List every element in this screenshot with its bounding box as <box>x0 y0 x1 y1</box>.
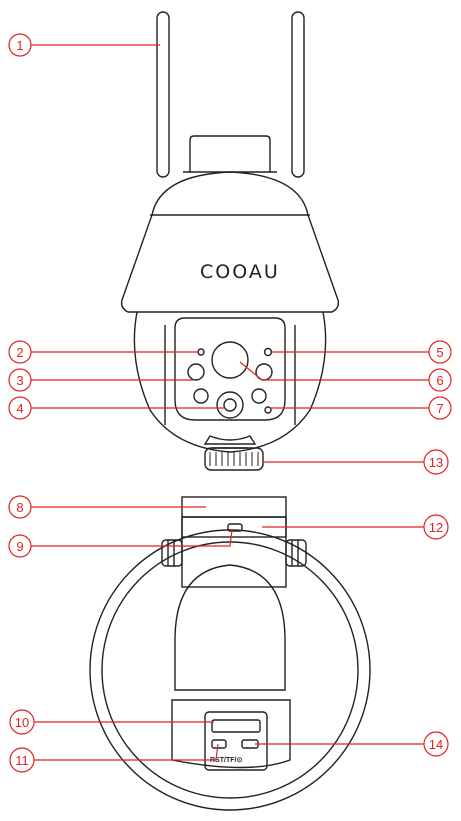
ir-light-left-bottom <box>193 388 209 404</box>
dome-housing <box>120 171 340 313</box>
speaker-grille <box>204 447 264 471</box>
antenna-right <box>291 11 305 178</box>
callout-12: 12 <box>262 514 449 540</box>
camera-back-view: RST/TF/⊙ <box>89 447 371 811</box>
light-sensor <box>197 348 205 356</box>
port-cover <box>204 711 268 771</box>
callout-11: 11 <box>9 743 219 773</box>
callout-5: 5 <box>270 340 452 364</box>
port-label: RST/TF/⊙ <box>210 757 242 764</box>
svg-text:5: 5 <box>436 345 443 360</box>
callout-2: 2 <box>8 340 198 364</box>
top-cap <box>189 135 271 172</box>
svg-text:6: 6 <box>436 373 443 388</box>
callout-6: 6 <box>239 361 452 392</box>
callout-7: 7 <box>270 396 452 420</box>
sd-card-slot <box>211 719 261 733</box>
callout-9: 9 <box>8 529 233 558</box>
callout-8: 8 <box>8 495 206 519</box>
svg-text:7: 7 <box>436 401 443 416</box>
lens-housing <box>133 311 327 453</box>
ir-light-left-top <box>187 363 205 381</box>
svg-text:12: 12 <box>429 520 443 535</box>
camera-lens <box>216 391 244 419</box>
reset-button <box>211 739 227 749</box>
mount-arch <box>174 564 286 691</box>
callout-14: 14 <box>255 731 449 757</box>
callout-13: 13 <box>262 449 449 475</box>
callout-10: 10 <box>9 709 214 735</box>
pir-dot <box>264 406 272 414</box>
antenna-knob-right <box>285 539 307 567</box>
svg-text:11: 11 <box>15 753 29 768</box>
lens-panel <box>174 317 286 421</box>
svg-text:1: 1 <box>16 38 23 53</box>
antenna-left <box>156 11 170 178</box>
svg-text:13: 13 <box>429 455 443 470</box>
rear-housing <box>89 529 371 811</box>
callout-3: 3 <box>8 368 194 392</box>
svg-text:14: 14 <box>429 737 443 752</box>
svg-text:4: 4 <box>16 401 23 416</box>
callout-4: 4 <box>8 396 225 420</box>
antenna-knob-left <box>161 539 183 567</box>
camera-front-view: COOAU <box>120 11 340 453</box>
svg-text:10: 10 <box>15 715 29 730</box>
svg-text:9: 9 <box>16 539 23 554</box>
svg-text:3: 3 <box>16 373 23 388</box>
brand-logo: COOAU <box>200 261 280 283</box>
callouts: 1 2 3 4 8 9 10 <box>8 33 452 773</box>
callout-1: 1 <box>8 33 160 57</box>
spotlight <box>211 341 249 379</box>
bottom-vent <box>203 435 257 445</box>
usb-port <box>227 523 243 532</box>
svg-text:2: 2 <box>16 345 23 360</box>
ir-light-right-bottom <box>251 388 267 404</box>
svg-text:8: 8 <box>16 500 23 515</box>
